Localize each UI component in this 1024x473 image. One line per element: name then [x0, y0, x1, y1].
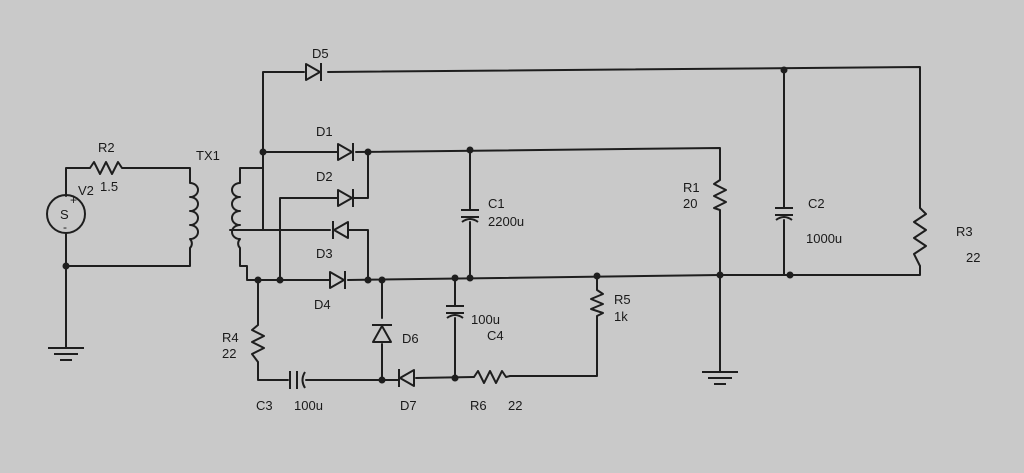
capacitor-c2 [775, 207, 793, 221]
label-c2: C2 [808, 196, 825, 211]
label-c2-value: 1000u [806, 231, 842, 246]
v2-symbol: S [60, 207, 69, 222]
label-d2: D2 [316, 169, 333, 184]
label-r3: R3 [956, 224, 973, 239]
component-labels: R2 1.5 V2 TX1 D5 D1 D2 D3 D4 D6 D7 C1 22… [78, 46, 980, 413]
resistor-r4 [251, 324, 265, 363]
label-c4-value: 100u [471, 312, 500, 327]
resistor-r5 [590, 289, 604, 317]
voltage-source-v2: S + - [46, 193, 86, 234]
transformer-tx1 [189, 182, 241, 249]
label-r3-value: 22 [966, 250, 980, 265]
v2-minus-sign: - [63, 220, 67, 234]
capacitor-c4 [446, 305, 464, 319]
label-d4: D4 [314, 297, 331, 312]
capacitor-c3 [289, 371, 306, 389]
label-d1: D1 [316, 124, 333, 139]
label-c1-value: 2200u [488, 214, 524, 229]
ground-right-icon [702, 371, 738, 385]
diode-d6 [372, 324, 392, 343]
junction-dots [62, 66, 794, 384]
label-r4-value: 22 [222, 346, 236, 361]
diode-d7 [398, 369, 415, 387]
diode-d3 [332, 221, 349, 239]
diode-d5 [305, 63, 322, 81]
label-c3-value: 100u [294, 398, 323, 413]
resistor-r2 [89, 161, 126, 175]
label-r2-value: 1.5 [100, 179, 118, 194]
ground-left-icon [48, 347, 84, 361]
label-tx1: TX1 [196, 148, 220, 163]
v2-plus-sign: + [70, 193, 77, 207]
label-r6-value: 22 [508, 398, 522, 413]
diode-d4 [329, 271, 346, 289]
diode-d1 [337, 143, 354, 161]
label-r2: R2 [98, 140, 115, 155]
label-r4: R4 [222, 330, 239, 345]
label-d5: D5 [312, 46, 329, 61]
label-r5: R5 [614, 292, 631, 307]
label-v2: V2 [78, 183, 94, 198]
label-r5-value: 1k [614, 309, 628, 324]
resistor-r6 [473, 370, 511, 384]
resistor-r1 [713, 179, 727, 211]
label-c4: C4 [487, 328, 504, 343]
label-r6: R6 [470, 398, 487, 413]
label-c1: C1 [488, 196, 505, 211]
label-r1: R1 [683, 180, 700, 195]
label-d7: D7 [400, 398, 417, 413]
diode-d2 [337, 189, 354, 207]
resistor-r3 [913, 207, 927, 267]
label-c3: C3 [256, 398, 273, 413]
label-r1-value: 20 [683, 196, 697, 211]
capacitor-c1 [461, 209, 479, 223]
label-d6: D6 [402, 331, 419, 346]
label-d3: D3 [316, 246, 333, 261]
